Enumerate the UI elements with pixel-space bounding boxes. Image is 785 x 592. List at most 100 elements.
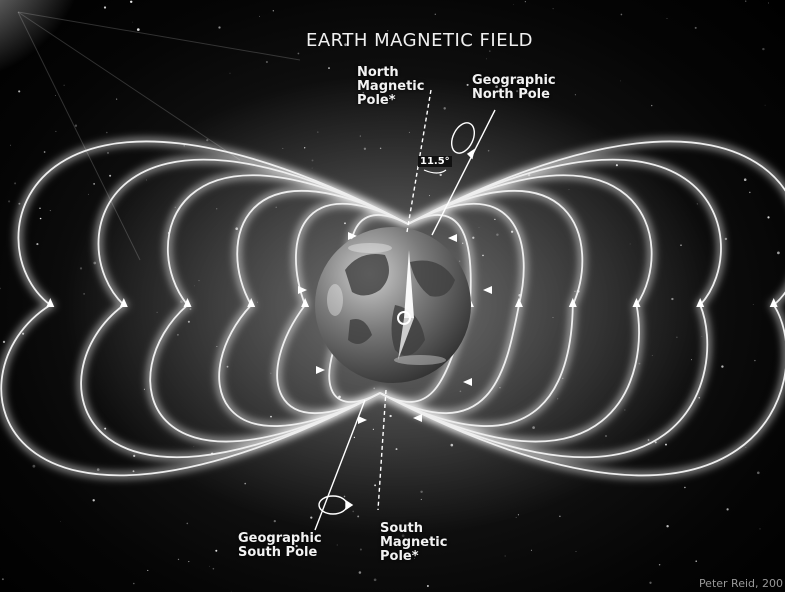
star (665, 443, 667, 446)
star (651, 104, 653, 107)
star (55, 95, 56, 96)
star (526, 92, 529, 95)
star (92, 499, 95, 502)
star (516, 90, 519, 93)
star (695, 560, 697, 562)
star (754, 359, 756, 362)
star (426, 585, 429, 587)
star (43, 151, 46, 153)
artist-credit: Peter Reid, 200 (698, 577, 783, 590)
star (359, 548, 362, 551)
star (749, 191, 751, 194)
star (116, 98, 118, 100)
star (552, 8, 554, 10)
geographic-south-pole-label: Geographic South Pole (238, 531, 322, 560)
star (188, 561, 190, 563)
rotation-indicator-north (450, 122, 476, 160)
star (209, 565, 210, 567)
star (49, 210, 51, 212)
geographic-north-pole-label: Geographic North Pole (472, 73, 556, 102)
star (147, 569, 149, 571)
star (524, 1, 526, 3)
earth-clouds (327, 243, 446, 365)
star (658, 563, 661, 566)
field-arrow-right-1 (514, 298, 523, 307)
star (177, 558, 180, 561)
star (745, 0, 747, 2)
star (504, 555, 506, 557)
inner-field-arrow-3 (483, 286, 492, 294)
star (96, 468, 100, 471)
star (212, 567, 215, 570)
star (109, 174, 112, 177)
star (666, 525, 669, 528)
geographic-south-axis (314, 399, 366, 531)
star (186, 522, 189, 525)
field-arrow-left-3 (183, 298, 192, 307)
star (63, 84, 65, 86)
sun-flare (0, 0, 88, 82)
star (132, 21, 133, 23)
star (694, 26, 697, 29)
star (414, 557, 415, 559)
star (401, 534, 405, 538)
star (272, 10, 274, 12)
star (515, 44, 517, 47)
inner-field-arrow-7 (413, 414, 422, 422)
star (768, 2, 769, 4)
star (18, 90, 21, 93)
star (8, 200, 11, 203)
star (752, 304, 754, 305)
star (295, 544, 298, 548)
star (387, 30, 389, 32)
star (18, 202, 21, 205)
star (764, 104, 766, 106)
star (106, 131, 108, 134)
inner-field-arrow-0 (348, 232, 357, 240)
star (36, 243, 39, 246)
south-magnetic-pole-label: South Magnetic Pole* (380, 521, 448, 564)
star (620, 13, 623, 16)
field-arrow-right-3 (632, 298, 641, 307)
star (574, 94, 576, 96)
rotation-indicator-south (318, 495, 354, 515)
star (136, 28, 140, 31)
star (358, 571, 362, 574)
inner-field-arrow-6 (358, 416, 367, 424)
inner-field-arrow-5 (463, 378, 472, 386)
geographic-north-axis (431, 109, 496, 236)
star (777, 251, 780, 255)
star (743, 178, 747, 181)
compass-needle (397, 250, 414, 360)
star (39, 207, 41, 209)
field-arrow-left-5 (46, 298, 55, 307)
field-arrow-left-4 (119, 298, 128, 307)
star (2, 340, 6, 344)
star (88, 193, 89, 195)
star (265, 60, 268, 64)
star (230, 590, 232, 592)
field-arrows (46, 232, 778, 424)
star (14, 182, 17, 185)
star (103, 6, 107, 9)
star (344, 43, 347, 47)
star (229, 72, 231, 74)
star (1, 578, 4, 581)
star (215, 549, 218, 552)
star (74, 124, 78, 127)
star (93, 183, 95, 185)
star (259, 15, 260, 17)
field-arrow-left-2 (247, 298, 256, 307)
star (238, 536, 241, 539)
inner-field-arrow-1 (448, 234, 457, 242)
star (559, 515, 561, 517)
star (60, 521, 61, 522)
magnetic-south-axis (377, 389, 387, 511)
tilt-angle-arc (423, 169, 447, 174)
star (762, 47, 765, 51)
star (489, 50, 491, 52)
star (328, 67, 330, 70)
star (297, 52, 300, 55)
